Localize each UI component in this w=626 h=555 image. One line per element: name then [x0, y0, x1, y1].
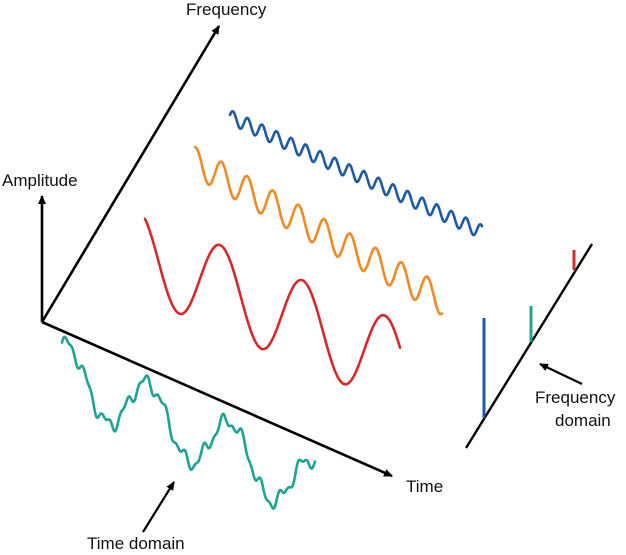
low-frequency-sine-wave: [143, 217, 402, 386]
time-domain-label: Time domain: [87, 534, 185, 550]
amplitude-axis-label: Amplitude: [2, 171, 78, 190]
frequency-axis: [40, 25, 221, 323]
time-axis-label: Time: [406, 477, 443, 496]
frequency-domain-label-line1: Frequency: [535, 388, 616, 407]
frequency-domain-label-line2: domain: [555, 411, 611, 430]
composite-time-domain-wave: [60, 335, 317, 510]
time-domain-pointer-arrow: [142, 481, 175, 533]
high-frequency-sine-wave: [228, 109, 484, 237]
frequency-axis-label: Frequency: [186, 0, 267, 19]
time-axis: [41, 320, 393, 478]
frequency-domain-axis: [464, 243, 594, 449]
frequency-domain-pointer-arrow: [539, 363, 583, 385]
mid-frequency-sine-wave: [193, 145, 444, 316]
